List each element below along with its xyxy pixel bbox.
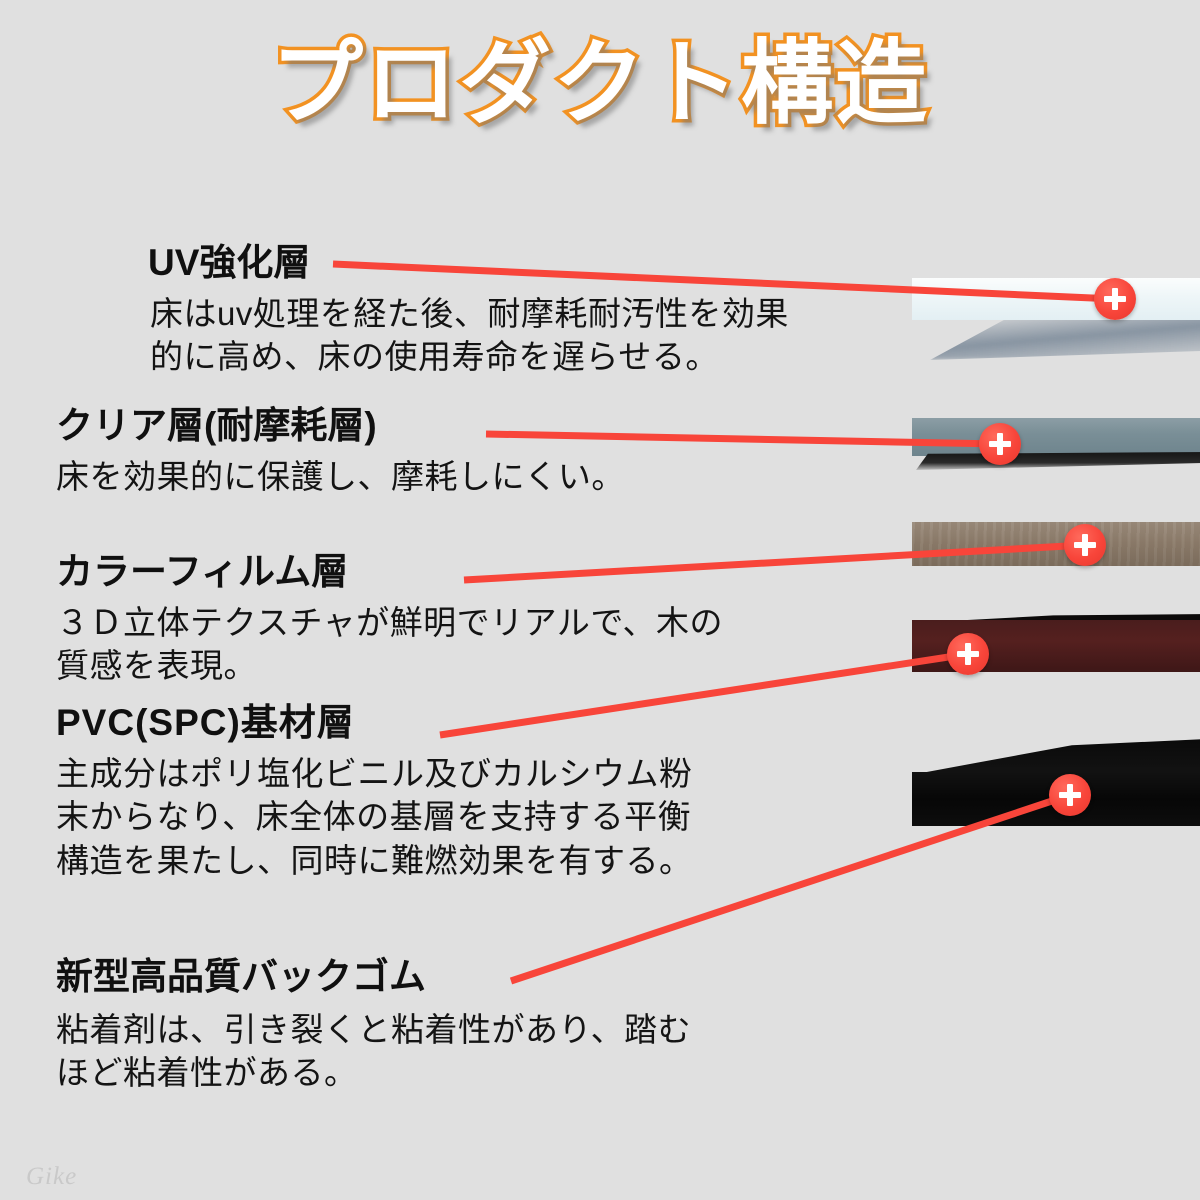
marker-plus-film[interactable]	[1064, 524, 1106, 566]
pvc-layer-top-facet	[918, 614, 1200, 628]
callout-pvc-layer: PVC(SPC)基材層 主成分はポリ塩化ビニル及びカルシウム粉 末からなり、床全…	[56, 702, 693, 882]
callout-film-body: ３Ｄ立体テクスチャが鮮明でリアルで、木の 質感を表現。	[56, 603, 724, 685]
callout-color-film-layer: カラーフィルム層 ３Ｄ立体テクスチャが鮮明でリアルで、木の 質感を表現。	[56, 551, 724, 688]
callout-pvc-title: PVC(SPC)基材層	[56, 702, 355, 743]
callout-clear-title: クリア層(耐摩耗層)	[56, 405, 377, 446]
marker-plus-uv[interactable]	[1094, 278, 1136, 320]
marker-plus-pvc[interactable]	[947, 633, 989, 675]
callout-pvc-body: 主成分はポリ塩化ビニル及びカルシウム粉 末からなり、床全体の基層を支持する平衡 …	[56, 754, 693, 879]
slab-clear-layer	[912, 418, 1200, 456]
callout-clear-layer: クリア層(耐摩耗層) 床を効果的に保護し、摩耗しにくい。	[56, 405, 625, 498]
slab-clear-face	[912, 418, 1200, 456]
slab-film-face	[912, 522, 1200, 566]
callout-uv-layer: UV強化層 床はuv処理を経た後、耐摩耗耐汚性を効果 的に高め、床の使用寿命を遅…	[148, 242, 789, 379]
slab-uv-face	[912, 278, 1200, 320]
callout-rubber-title: 新型高品質バックゴム	[56, 956, 426, 997]
slab-uv-layer	[912, 278, 1200, 320]
callout-uv-body: 床はuv処理を経た後、耐摩耗耐汚性を効果 的に高め、床の使用寿命を遅らせる。	[150, 294, 789, 376]
uv-layer-shadow	[930, 316, 1200, 360]
watermark: Gike	[26, 1163, 78, 1190]
callout-rubber-body: 粘着剤は、引き裂くと粘着性があり、踏む ほど粘着性がある。	[56, 1010, 692, 1092]
callout-uv-title: UV強化層	[148, 242, 311, 283]
rubber-layer-top-facet	[920, 738, 1200, 778]
marker-plus-clear[interactable]	[979, 423, 1021, 465]
page-title: プロダクト構造	[267, 32, 930, 135]
clear-layer-shadow	[916, 452, 1200, 470]
callout-film-title: カラーフィルム層	[56, 551, 349, 592]
marker-plus-rubber[interactable]	[1049, 774, 1091, 816]
slab-color-film-layer	[912, 522, 1200, 566]
callout-clear-body: 床を効果的に保護し、摩耗しにくい。	[56, 457, 625, 495]
callout-back-rubber-layer: 新型高品質バックゴム 粘着剤は、引き裂くと粘着性があり、踏む ほど粘着性がある。	[56, 956, 692, 1095]
